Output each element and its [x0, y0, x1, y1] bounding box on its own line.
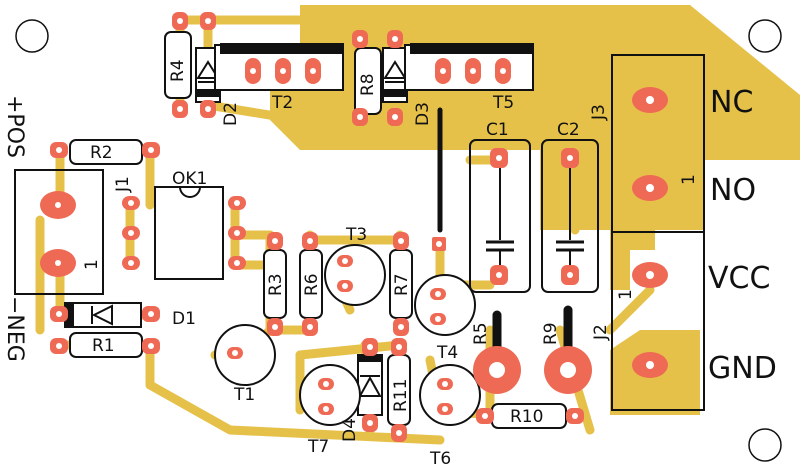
r4-body	[164, 31, 192, 99]
mounting-hole-top-left	[15, 19, 49, 53]
label-r11: R11	[391, 379, 411, 412]
d4-body	[357, 354, 383, 416]
label-j1: J1	[113, 176, 133, 193]
j1-outline	[14, 169, 104, 295]
label-vcc: VCC	[708, 261, 770, 296]
t7-body	[299, 364, 361, 426]
label-t2: T2	[271, 93, 293, 113]
t4-body	[414, 274, 476, 336]
t6-body	[419, 364, 481, 426]
label-ok1: OK1	[172, 169, 207, 189]
t3-body	[324, 244, 386, 306]
label-t1: T1	[233, 385, 255, 405]
label-j1-pin1: 1	[82, 259, 102, 270]
label-d1: D1	[172, 309, 196, 329]
resistor-bodies	[69, 31, 567, 429]
j1-polarity-labels: +POS −NEG	[2, 95, 27, 362]
label-r9: R9	[541, 322, 561, 345]
c2-body	[541, 139, 599, 293]
label-nc: NC	[710, 85, 753, 120]
label-d3: D3	[413, 102, 433, 126]
label-j2: J2	[591, 324, 611, 341]
connector-outlines	[14, 54, 705, 411]
label-r6: R6	[302, 273, 322, 296]
label-j3-pin1-a: 1	[679, 174, 699, 185]
label-r4: R4	[168, 59, 188, 82]
label-c2: C2	[557, 120, 580, 140]
label-gnd: GND	[708, 351, 777, 386]
label-r3: R3	[266, 273, 286, 296]
label-r7: R7	[392, 273, 412, 296]
d1-body	[64, 302, 142, 328]
label-d2: D2	[221, 102, 241, 126]
mounting-holes	[15, 19, 782, 462]
label-t5: T5	[492, 93, 514, 113]
label-t7: T7	[307, 437, 329, 457]
ok1-outline	[154, 186, 224, 280]
label-c1: C1	[486, 120, 509, 140]
mounting-hole-top-right	[748, 19, 782, 53]
label-t4: T4	[436, 343, 458, 363]
mounting-hole-bottom-right	[748, 428, 782, 462]
label-d4: D4	[340, 418, 360, 442]
t1-body	[214, 324, 276, 386]
c1-body	[469, 139, 531, 293]
label-no: NO	[710, 173, 756, 208]
label-r2: R2	[90, 143, 113, 163]
component-labels: R4 R8 D2 D3 T2 T5 C1 C2 R2 R1 D1 OK1 J1 …	[82, 59, 699, 469]
label-r1: R1	[92, 336, 115, 356]
label-j3: J3	[589, 104, 609, 121]
label-r8: R8	[358, 73, 378, 96]
label-t6: T6	[429, 449, 451, 468]
label-j3-pin1-b: 1	[616, 289, 636, 300]
j3-terminal-labels: NC NO VCC GND	[708, 85, 777, 386]
drill-holes	[55, 18, 654, 436]
label-neg: −NEG	[2, 296, 27, 362]
label-r10: R10	[510, 407, 543, 427]
label-pos: +POS	[2, 95, 27, 158]
label-t3: T3	[345, 225, 367, 245]
label-r5: R5	[471, 322, 491, 345]
